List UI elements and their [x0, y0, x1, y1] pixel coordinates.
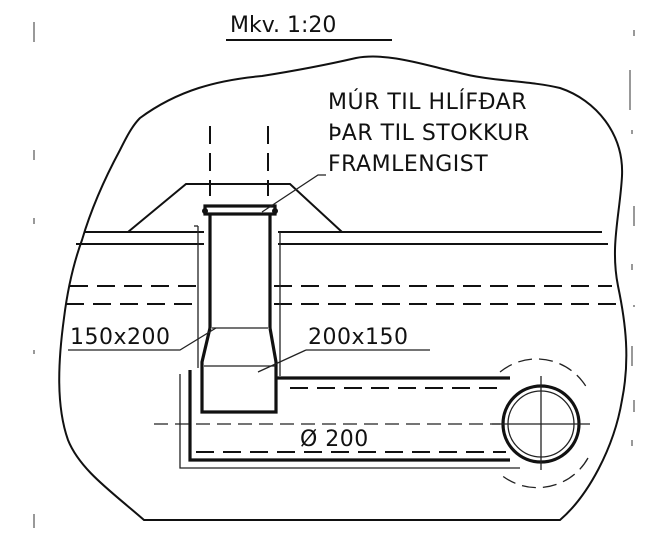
- sheet-edge-marks: [33, 22, 635, 528]
- wall-note-line-2: ÞAR TIL STOKKUR: [328, 121, 530, 146]
- wall-note-line-3: FRAMLENGIST: [328, 152, 488, 177]
- duct-size-right: 200x150: [308, 325, 409, 350]
- pipe-run: [154, 370, 520, 469]
- vertical-duct: [194, 204, 281, 414]
- wall-note-line-1: MÚR TIL HLÍFÐAR: [328, 89, 527, 115]
- manhole: [492, 358, 590, 489]
- detail-boundary: [58, 55, 628, 521]
- extension-lines: [209, 126, 269, 196]
- ground-layers: [66, 183, 616, 305]
- duct-size-left: 150x200: [70, 325, 171, 350]
- pipe-diameter-label: Ø 200: [300, 427, 369, 452]
- leader-lines: [68, 174, 430, 373]
- scale-label: Mkv. 1:20: [230, 13, 336, 38]
